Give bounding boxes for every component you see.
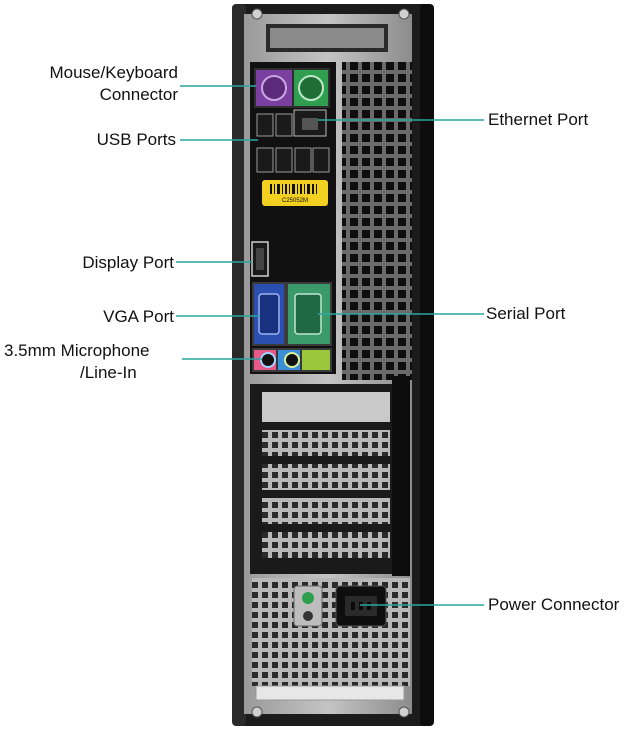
- expansion-slot: [262, 430, 390, 456]
- label-serial-port: Serial Port: [486, 304, 566, 323]
- screw-icon: [251, 706, 263, 718]
- label-microphone: 3.5mm Microphone /Line-In: [4, 341, 150, 382]
- usb-port-icon: [275, 147, 293, 173]
- label-usb-ports: USB Ports: [96, 130, 176, 149]
- screw-icon: [398, 706, 410, 718]
- ps2-mouse-port-icon: [298, 75, 324, 101]
- usb-port-icon: [256, 147, 274, 173]
- label-vga-port: VGA Port: [103, 307, 174, 326]
- usb-port-icon: [256, 113, 274, 137]
- case-right-edge: [420, 4, 434, 726]
- psu-test-button: [293, 585, 323, 627]
- vga-port-icon: [258, 293, 280, 335]
- sticker-code: C25052M: [282, 198, 308, 204]
- usb-port-icon: [312, 147, 330, 173]
- usb-port-icon: [294, 147, 312, 173]
- label-mouse-keyboard: Mouse/Keyboard Connector: [49, 63, 178, 104]
- rating-label: [255, 685, 405, 701]
- microphone-jack-icon: [260, 352, 276, 368]
- expansion-slot: [262, 532, 390, 558]
- expansion-slot: [262, 464, 390, 490]
- vent-grill: [342, 62, 412, 380]
- label-ethernet-port: Ethernet Port: [488, 110, 589, 129]
- usb-port-icon: [275, 113, 293, 137]
- ps2-keyboard-port-icon: [261, 75, 287, 101]
- screw-icon: [398, 8, 410, 20]
- label-display-port: Display Port: [82, 253, 174, 272]
- screw-icon: [251, 8, 263, 20]
- serial-port-icon: [294, 293, 322, 335]
- case-left-edge: [232, 4, 246, 726]
- barcode-icon: [270, 184, 320, 194]
- ethernet-port-icon: [293, 109, 327, 137]
- line-out-jack-icon: [284, 352, 300, 368]
- label-power-connector: Power Connector: [488, 595, 620, 614]
- expansion-slot: [262, 498, 390, 524]
